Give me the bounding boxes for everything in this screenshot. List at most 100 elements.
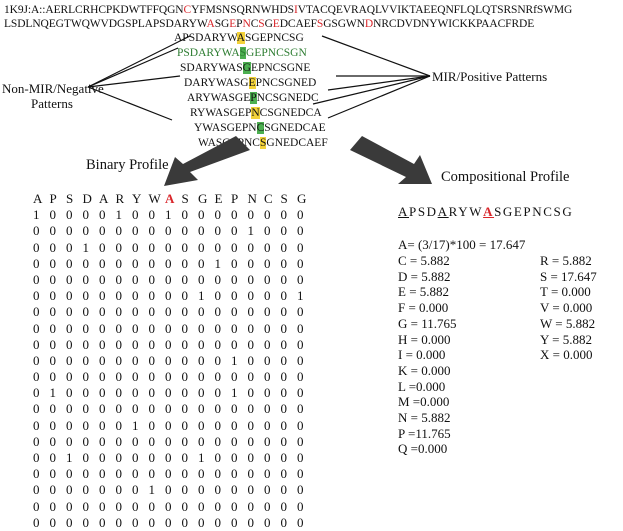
binary-cell: 0 xyxy=(198,320,205,336)
binary-cell: 0 xyxy=(115,482,123,498)
window-center-residue: N xyxy=(251,107,260,119)
binary-cell: 0 xyxy=(99,417,106,433)
window-center-residue: A xyxy=(236,32,245,44)
binary-cell: 0 xyxy=(82,433,90,449)
binary-header-cell: P xyxy=(231,191,239,206)
binary-cell: 0 xyxy=(66,514,73,530)
binary-cell: 0 xyxy=(148,514,156,530)
binary-cell: 0 xyxy=(181,320,189,336)
window-center-residue: S xyxy=(259,137,267,149)
binary-cell: 0 xyxy=(280,304,288,320)
binary-cell: 0 xyxy=(99,288,106,304)
binary-cell: 0 xyxy=(247,466,255,482)
binary-cell: 0 xyxy=(66,207,73,223)
binary-cell: 0 xyxy=(214,466,222,482)
binary-cell: 0 xyxy=(297,514,304,530)
composition-value: V = 0.000 xyxy=(540,300,593,316)
binary-cell: 0 xyxy=(33,450,40,465)
negative-patterns-label: Non-MIR/Negative Patterns xyxy=(2,81,104,111)
binary-cell: 0 xyxy=(165,223,172,239)
binary-cell: 0 xyxy=(280,514,288,530)
binary-cell: 1 xyxy=(148,482,156,498)
binary-cell: 0 xyxy=(214,498,222,514)
binary-header-cell: W xyxy=(148,191,161,206)
window-right-flank: GNEDCAEF xyxy=(266,137,328,149)
binary-cell: 0 xyxy=(66,482,73,498)
binary-cell: 0 xyxy=(115,401,123,417)
binary-cell: 0 xyxy=(264,223,271,239)
binary-header-cell: S xyxy=(280,191,288,206)
binary-cell: 0 xyxy=(82,514,90,530)
binary-cell: 1 xyxy=(33,207,40,223)
binary-cell: 0 xyxy=(231,498,238,514)
binary-cell: 0 xyxy=(99,352,106,368)
binary-cell: 0 xyxy=(231,466,238,482)
pattern-window: RYWASGEPNCSGNEDCA xyxy=(174,106,328,121)
binary-cell: 0 xyxy=(297,304,304,320)
binary-cell: 1 xyxy=(198,450,205,465)
window-right-flank: GEPNCSGN xyxy=(246,47,307,59)
binary-cell: 0 xyxy=(198,482,205,498)
binary-cell: 0 xyxy=(181,401,189,417)
sequence-segment: NRCDVDNYWICKKPAACFRDE xyxy=(373,18,535,30)
binary-cell: 0 xyxy=(214,352,222,368)
highlighted-residue: S xyxy=(316,18,324,30)
binary-cell: 0 xyxy=(132,466,139,482)
window-left-flank: RYWASGEP xyxy=(190,107,252,119)
binary-header-cell: S xyxy=(66,191,74,206)
binary-cell: 0 xyxy=(49,288,57,304)
binary-cell: 0 xyxy=(280,369,288,385)
binary-cell: 0 xyxy=(165,369,172,385)
binary-cell: 0 xyxy=(280,417,288,433)
binary-cell: 0 xyxy=(148,352,156,368)
binary-cell: 0 xyxy=(49,320,57,336)
binary-cell: 0 xyxy=(297,271,304,287)
binary-cell: 0 xyxy=(198,255,205,271)
binary-cell: 0 xyxy=(264,466,271,482)
binary-cell: 0 xyxy=(297,336,304,352)
binary-cell: 0 xyxy=(247,482,255,498)
binary-cell: 0 xyxy=(181,417,189,433)
binary-cell: 0 xyxy=(280,482,288,498)
binary-cell: 0 xyxy=(148,239,156,255)
binary-cell: 0 xyxy=(115,352,123,368)
binary-cell: 0 xyxy=(247,207,255,223)
window-center-residue: G xyxy=(242,62,251,74)
binary-cell: 0 xyxy=(214,433,222,449)
binary-header-cell: E xyxy=(214,191,223,206)
binary-cell: 0 xyxy=(99,336,106,352)
counted-residue: A xyxy=(483,204,495,219)
binary-cell: 0 xyxy=(247,417,255,433)
binary-cell: 0 xyxy=(247,369,255,385)
binary-cell: 0 xyxy=(99,239,106,255)
binary-cell: 0 xyxy=(115,369,123,385)
binary-cell: 0 xyxy=(198,304,205,320)
binary-cell: 0 xyxy=(33,288,40,304)
binary-profile-title: Binary Profile xyxy=(86,157,169,173)
binary-cell: 0 xyxy=(82,466,90,482)
binary-cell: 0 xyxy=(49,482,57,498)
binary-cell: 0 xyxy=(214,385,222,401)
binary-cell: 0 xyxy=(49,239,57,255)
binary-cell: 0 xyxy=(33,433,40,449)
binary-cell: 0 xyxy=(198,498,205,514)
composition-value: Y = 5.882 xyxy=(540,331,592,347)
window-left-flank: SDARYWAS xyxy=(180,62,243,74)
binary-cell: 0 xyxy=(148,288,156,304)
binary-cell: 0 xyxy=(99,466,106,482)
binary-cell: 0 xyxy=(132,401,139,417)
composition-value: L =0.000 xyxy=(398,378,446,394)
binary-cell: 0 xyxy=(82,207,90,223)
binary-cell: 0 xyxy=(99,433,106,449)
binary-cell: 0 xyxy=(198,207,205,223)
composition-value: H = 0.000 xyxy=(398,331,451,347)
binary-cell: 0 xyxy=(297,433,304,449)
binary-cell: 0 xyxy=(264,482,271,498)
binary-header-cell: A xyxy=(99,191,109,206)
